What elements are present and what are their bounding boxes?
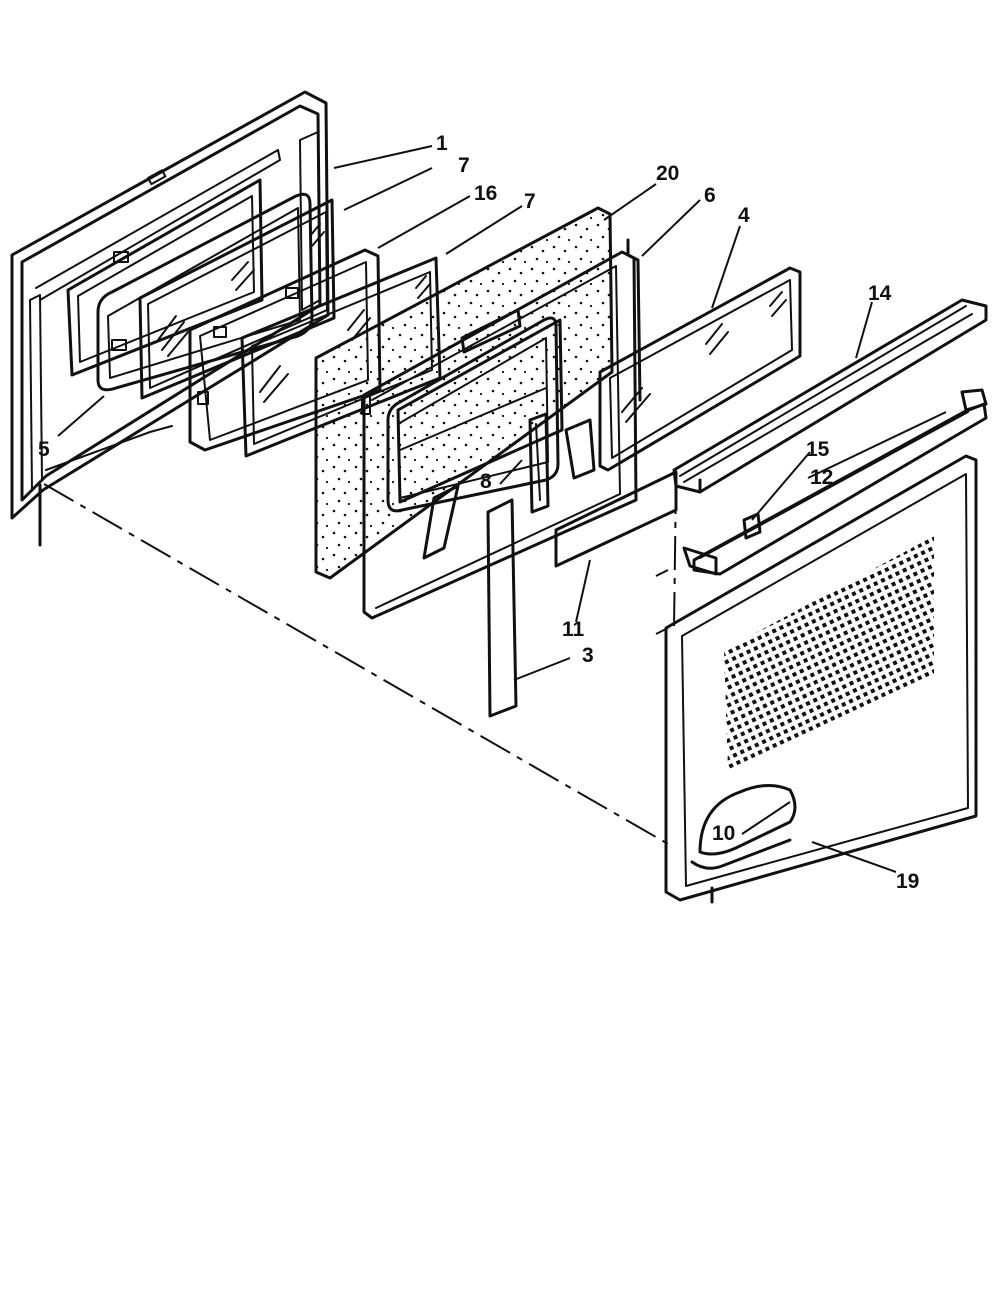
part-number-8: 8: [480, 470, 492, 493]
exploded-view-tick-1: [655, 569, 669, 577]
part-number-19: 19: [896, 870, 919, 893]
part-number-7a: 7: [458, 154, 470, 177]
part-number-5: 5: [38, 438, 50, 461]
part-number-4: 4: [738, 204, 750, 227]
exploded-view-reference-line: [43, 483, 669, 845]
leader-lines: [57, 145, 947, 873]
part-number-16: 16: [474, 182, 497, 205]
door-top-trim: [672, 298, 988, 494]
exploded-view-tick-2: [655, 627, 669, 635]
trim-strip: [554, 470, 678, 568]
part-number-7b: 7: [524, 190, 536, 213]
inner-door-liner: [361, 238, 642, 620]
part-number-12: 12: [810, 466, 833, 489]
part-number-1: 1: [436, 132, 448, 155]
outer-glass: [598, 266, 802, 472]
exploded-view-reference-mark: [673, 479, 677, 629]
part-number-3: 3: [582, 644, 594, 667]
part-number-14: 14: [868, 282, 892, 305]
window-frame-rear: [66, 178, 264, 377]
part-number-6: 6: [704, 184, 716, 207]
part-number-11: 11: [562, 618, 585, 641]
outer-door-front-panel: [664, 454, 978, 904]
inner-glass-panel: [138, 198, 336, 400]
side-trim: [486, 498, 518, 718]
outer-door-panel: [10, 90, 330, 547]
part-number-10: 10: [712, 822, 735, 845]
part-number-20: 20: [656, 162, 679, 185]
door-handle-trim: [682, 388, 988, 576]
part-number-15: 15: [806, 438, 830, 461]
door-gasket: [96, 192, 314, 392]
